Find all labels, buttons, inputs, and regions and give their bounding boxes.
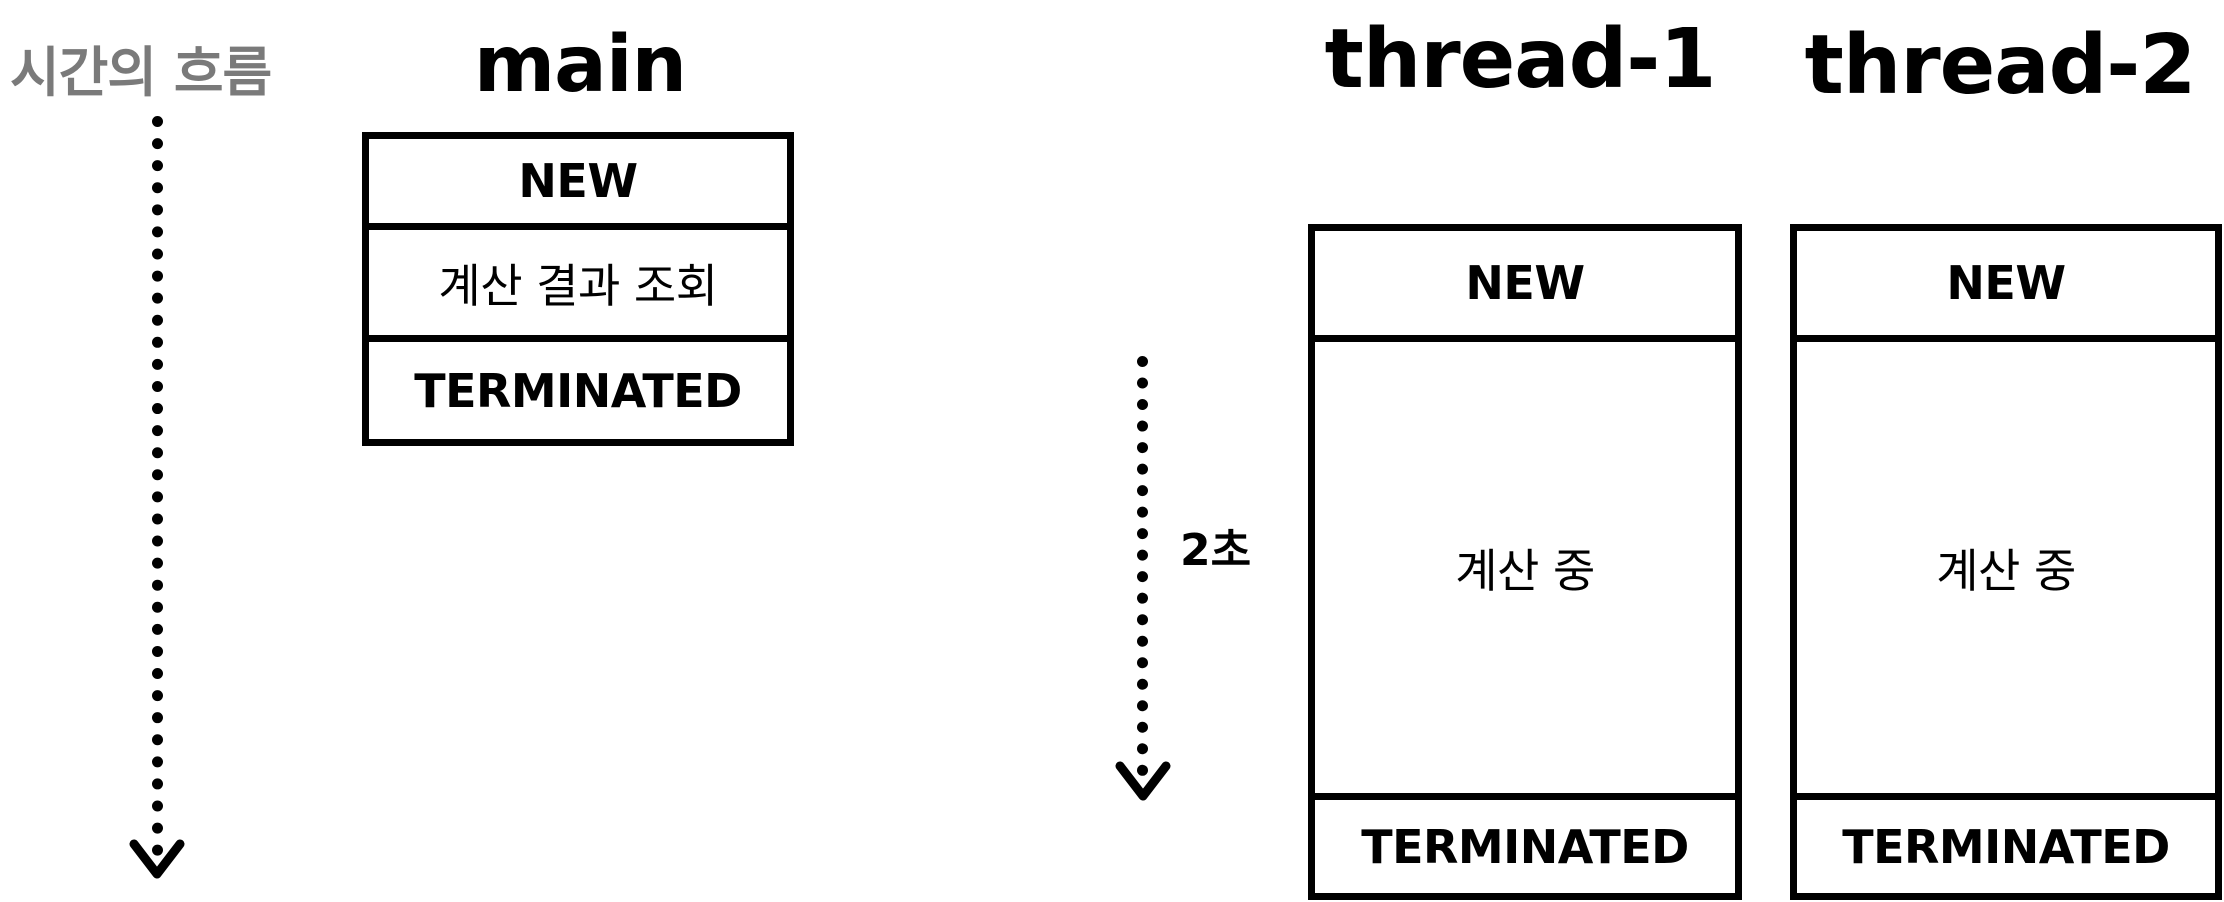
state-new: NEW <box>1946 256 2066 310</box>
state-computing: 계산 중 <box>1315 335 1735 793</box>
duration-label: 2초 <box>1180 525 1252 576</box>
thread-title-thread-1: thread-1 <box>1324 12 1717 107</box>
state-terminated: TERMINATED <box>1797 793 2215 893</box>
duration-dotted-line <box>1137 356 1148 776</box>
time-flow-arrowhead-icon <box>129 839 185 879</box>
time-flow-dotted-line <box>152 116 163 856</box>
duration-arrowhead-icon <box>1115 761 1171 801</box>
state-query-result: 계산 결과 조회 <box>369 223 787 335</box>
thread-box-main: NEW 계산 결과 조회 TERMINATED <box>362 132 794 446</box>
thread-box-thread-1: NEW 계산 중 TERMINATED <box>1308 224 1742 900</box>
thread-title-main: main <box>473 20 687 110</box>
state-terminated: TERMINATED <box>369 335 787 439</box>
state-new: NEW <box>518 154 638 208</box>
state-computing: 계산 중 <box>1797 335 2215 793</box>
state-new: NEW <box>1465 256 1585 310</box>
thread-title-thread-2: thread-2 <box>1804 18 2197 113</box>
time-flow-label: 시간의 흐름 <box>10 41 272 104</box>
thread-box-thread-2: NEW 계산 중 TERMINATED <box>1790 224 2222 900</box>
state-terminated: TERMINATED <box>1315 793 1735 893</box>
